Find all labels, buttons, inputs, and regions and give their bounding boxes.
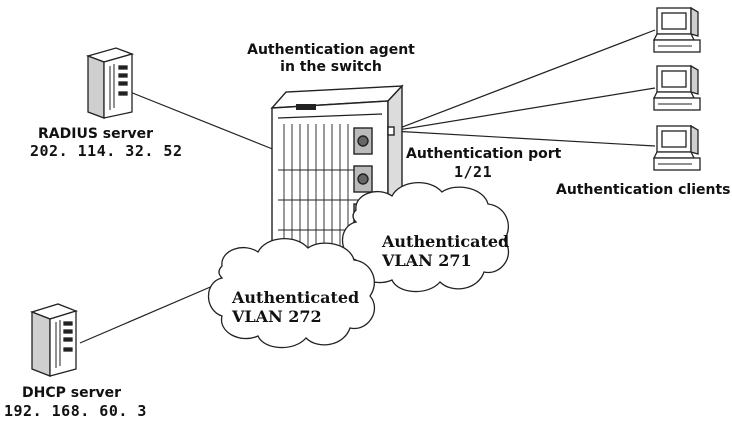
dhcp-server-icon xyxy=(30,303,78,377)
client-computer-icon-3 xyxy=(652,124,701,171)
dhcp-server-label: DHCP server xyxy=(22,385,122,401)
vlan-271-label: Authenticated VLAN 271 xyxy=(382,232,509,270)
radius-link xyxy=(129,91,281,153)
vlan-272-line1: Authenticated xyxy=(232,288,360,307)
client-link-1 xyxy=(391,29,656,132)
radius-server-icon xyxy=(85,47,135,119)
agent-label-line1: Authentication agent xyxy=(247,42,415,58)
vlan-272-cloud xyxy=(208,237,376,349)
client-link-3 xyxy=(391,130,656,147)
agent-label-line2: in the switch xyxy=(280,59,382,75)
vlan-271-line2: VLAN 271 xyxy=(382,251,472,270)
client-computer-icon-1 xyxy=(652,6,701,53)
vlan-272-line2: VLAN 272 xyxy=(232,307,322,326)
dhcp-server-ip: 192. 168. 60. 3 xyxy=(4,402,147,420)
client-link-2 xyxy=(391,87,656,132)
clients-label: Authentication clients xyxy=(556,182,731,198)
dhcp-link xyxy=(79,281,223,344)
radius-server-ip: 202. 114. 32. 52 xyxy=(30,142,183,160)
connections xyxy=(79,29,656,344)
agent-label: Authentication agent in the switch xyxy=(236,42,426,76)
port-label: Authentication port xyxy=(406,146,562,162)
radius-server-label: RADIUS server xyxy=(38,126,154,142)
port-number: 1/21 xyxy=(454,163,493,181)
vlan-271-line1: Authenticated xyxy=(382,232,510,251)
vlan-272-label: Authenticated VLAN 272 xyxy=(232,288,359,326)
client-computer-icon-2 xyxy=(652,64,701,111)
